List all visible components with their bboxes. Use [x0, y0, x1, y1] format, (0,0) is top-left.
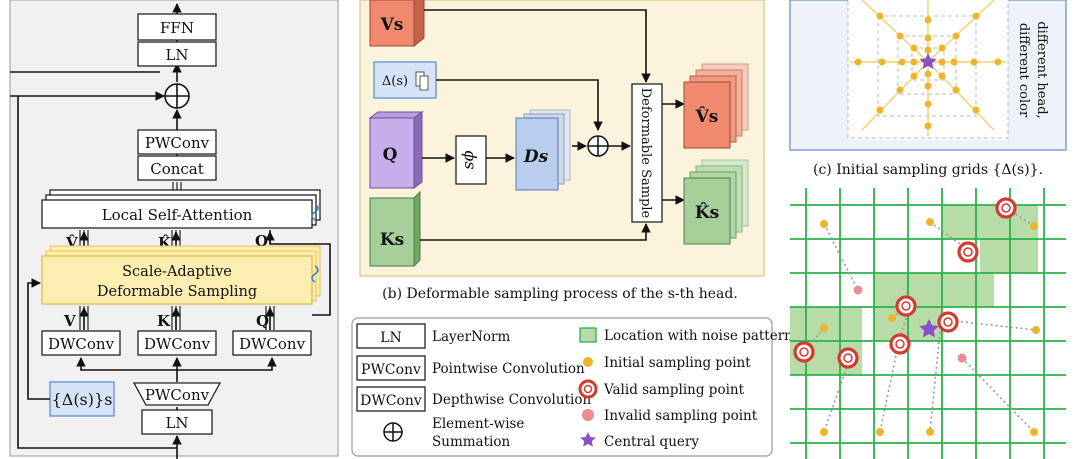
dwconv-2-label: DWConv — [144, 335, 211, 353]
vs-block — [369, 0, 415, 47]
pwconv-top-label: PWConv — [145, 134, 210, 152]
valid-points — [793, 197, 1017, 369]
q-block-label: Q — [383, 145, 398, 165]
sads-line2: Deformable Sampling — [97, 284, 257, 300]
initial-grid-points — [854, 12, 1002, 130]
ln-top-label: LN — [165, 46, 188, 64]
concat-label: Concat — [150, 160, 204, 178]
delta-label: Δ(s) — [382, 74, 408, 89]
ks-hat-label: K̂s — [695, 203, 719, 223]
legend: LN LayerNorm PWConv Pointwise Convolutio… — [351, 317, 793, 457]
phi-label: ϕs — [461, 150, 480, 169]
legend-dwconv-box — [356, 386, 426, 412]
vs-hat-label: V̂s — [695, 107, 719, 127]
panel-c-label-1: different head, — [1034, 21, 1049, 118]
panel-c: different head, different color (c) Init… — [789, 0, 1067, 178]
phi-box — [455, 135, 487, 185]
sampling-grid — [790, 188, 1066, 459]
ks-label: Ks — [380, 230, 404, 250]
sads-line1: Scale-Adaptive — [122, 264, 232, 280]
ffn-box — [137, 13, 217, 41]
vs-label: Vs — [380, 15, 404, 35]
legend-invalid-text: Invalid sampling point — [604, 408, 758, 424]
legend-ln-text: LayerNorm — [432, 329, 510, 345]
pwconv-top-box — [137, 129, 217, 155]
v-label: V — [63, 312, 76, 330]
ffn-label: FFN — [160, 19, 194, 37]
panel-d — [790, 188, 1066, 459]
central-query-star-c — [919, 53, 937, 69]
legend-summation-text-1: Element-wise — [432, 416, 524, 432]
dwconv-3-label: DWConv — [239, 335, 306, 353]
legend-ln-box-label: LN — [380, 330, 402, 346]
panel-b: Vs Δ(s) Q ϕs Ds Ks Defor — [359, 0, 765, 302]
legend-pwconv-box — [356, 355, 426, 381]
legend-noise-text: Location with noise pattern — [604, 328, 793, 344]
dwconv-1-label: DWConv — [48, 335, 115, 353]
dwconv-2-box — [137, 330, 217, 356]
legend-pwconv-text: Pointwise Convolution — [432, 361, 585, 377]
ds-label: Ds — [523, 147, 549, 167]
ks-block — [369, 197, 415, 267]
ds-block — [515, 117, 559, 191]
concat-box — [137, 155, 217, 181]
legend-star-icon — [580, 432, 596, 447]
initial-points — [820, 218, 1040, 436]
pwconv-bottom-label: PWConv — [145, 386, 210, 404]
q-label: Q — [256, 312, 269, 330]
central-query-star-d — [919, 319, 939, 338]
legend-frame — [351, 317, 773, 457]
legend-summation-text-2: Summation — [432, 434, 510, 450]
ks-hat-block — [683, 177, 731, 245]
deformable-sample-box — [631, 83, 663, 223]
local-self-attention-label: Local Self-Attention — [102, 206, 253, 224]
panel-b-caption: (b) Deformable sampling process of the s… — [382, 286, 738, 302]
sads-box — [41, 255, 313, 305]
dwconv-3-box — [232, 330, 312, 356]
legend-dwconv-text: Depthwise Convolution — [432, 392, 591, 408]
delta-set-label: {Δ(s)}s — [52, 390, 113, 409]
deformable-sample-label: Deformable Sample — [638, 88, 653, 219]
legend-dwconv-box-label: DWConv — [360, 393, 422, 409]
legend-invalid-point-icon — [582, 409, 594, 421]
pwconv-bottom-box — [132, 382, 222, 406]
legend-star-text: Central query — [604, 434, 699, 450]
panel-c-caption: (c) Initial sampling grids {Δ(s)}. — [813, 162, 1043, 178]
ln-bottom-label: LN — [165, 414, 188, 432]
ln-top-box — [137, 41, 217, 67]
legend-ln-box — [356, 323, 426, 349]
sads-brace-icon — [311, 265, 319, 283]
invalid-points — [853, 285, 967, 363]
q-block — [369, 117, 415, 189]
vs-hat-block — [683, 81, 731, 149]
ln-bottom-box — [141, 409, 213, 435]
legend-valid-text: Valid sampling point — [603, 382, 745, 398]
legend-pwconv-box-label: PWConv — [361, 362, 421, 378]
legend-initial-point-icon — [583, 357, 593, 367]
delta-set-box — [49, 381, 115, 417]
dwconv-1-box — [41, 330, 121, 356]
panel-a: FFN LN PWConv Concat Local Self-Attentio… — [9, 0, 339, 459]
k-label: K — [157, 312, 171, 330]
stack-brace-icon — [311, 203, 319, 221]
panel-c-label-2: different color — [1016, 23, 1031, 118]
legend-noise-icon — [579, 327, 597, 343]
legend-initial-text: Initial sampling point — [604, 355, 751, 371]
